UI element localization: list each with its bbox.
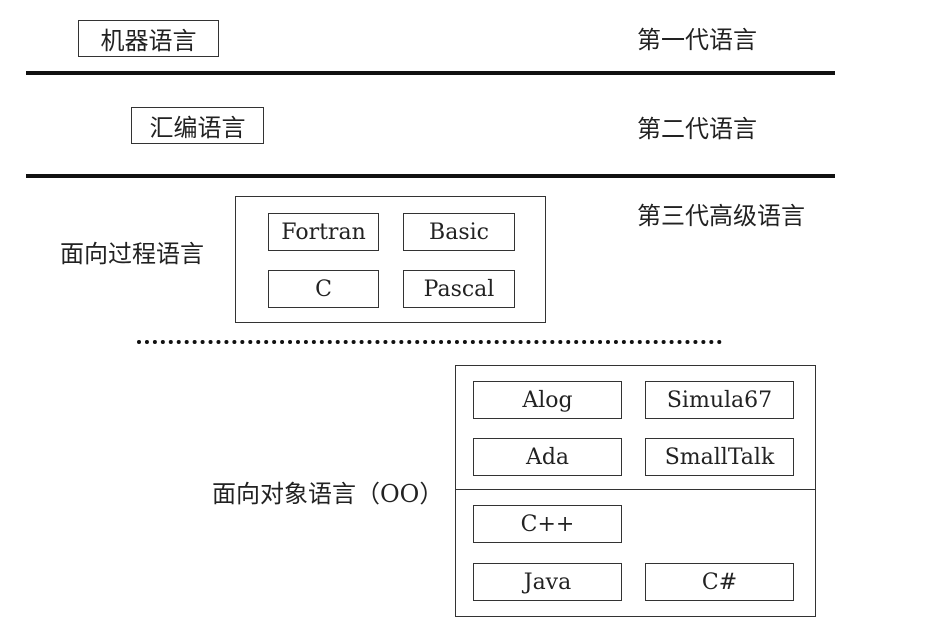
object-oriented-languages-label: 面向对象语言（OO） bbox=[212, 480, 444, 508]
object-oriented-group-divider bbox=[455, 489, 816, 490]
machine-language-box: 机器语言 bbox=[78, 20, 219, 57]
generation-1-label: 第一代语言 bbox=[637, 26, 757, 54]
generation-3-label: 第三代高级语言 bbox=[637, 202, 805, 230]
language-csharp: C# bbox=[645, 563, 794, 601]
language-pascal: Pascal bbox=[403, 270, 515, 308]
language-c: C bbox=[268, 270, 379, 308]
object-oriented-languages-group bbox=[455, 365, 816, 617]
language-basic: Basic bbox=[403, 213, 515, 251]
generation-divider-2 bbox=[26, 174, 835, 178]
language-java: Java bbox=[473, 563, 622, 601]
procedural-languages-label: 面向过程语言 bbox=[60, 240, 204, 268]
generation-divider-1 bbox=[26, 71, 835, 75]
generation-2-label: 第二代语言 bbox=[637, 115, 757, 143]
language-simula67: Simula67 bbox=[645, 381, 794, 419]
language-cpp: C++ bbox=[473, 505, 622, 543]
language-fortran: Fortran bbox=[268, 213, 379, 251]
paradigm-separator bbox=[137, 340, 722, 344]
assembly-language-box: 汇编语言 bbox=[131, 107, 264, 144]
language-smalltalk: SmallTalk bbox=[645, 438, 794, 476]
language-alog: Alog bbox=[473, 381, 622, 419]
procedural-languages-group bbox=[235, 196, 546, 323]
language-ada: Ada bbox=[473, 438, 622, 476]
